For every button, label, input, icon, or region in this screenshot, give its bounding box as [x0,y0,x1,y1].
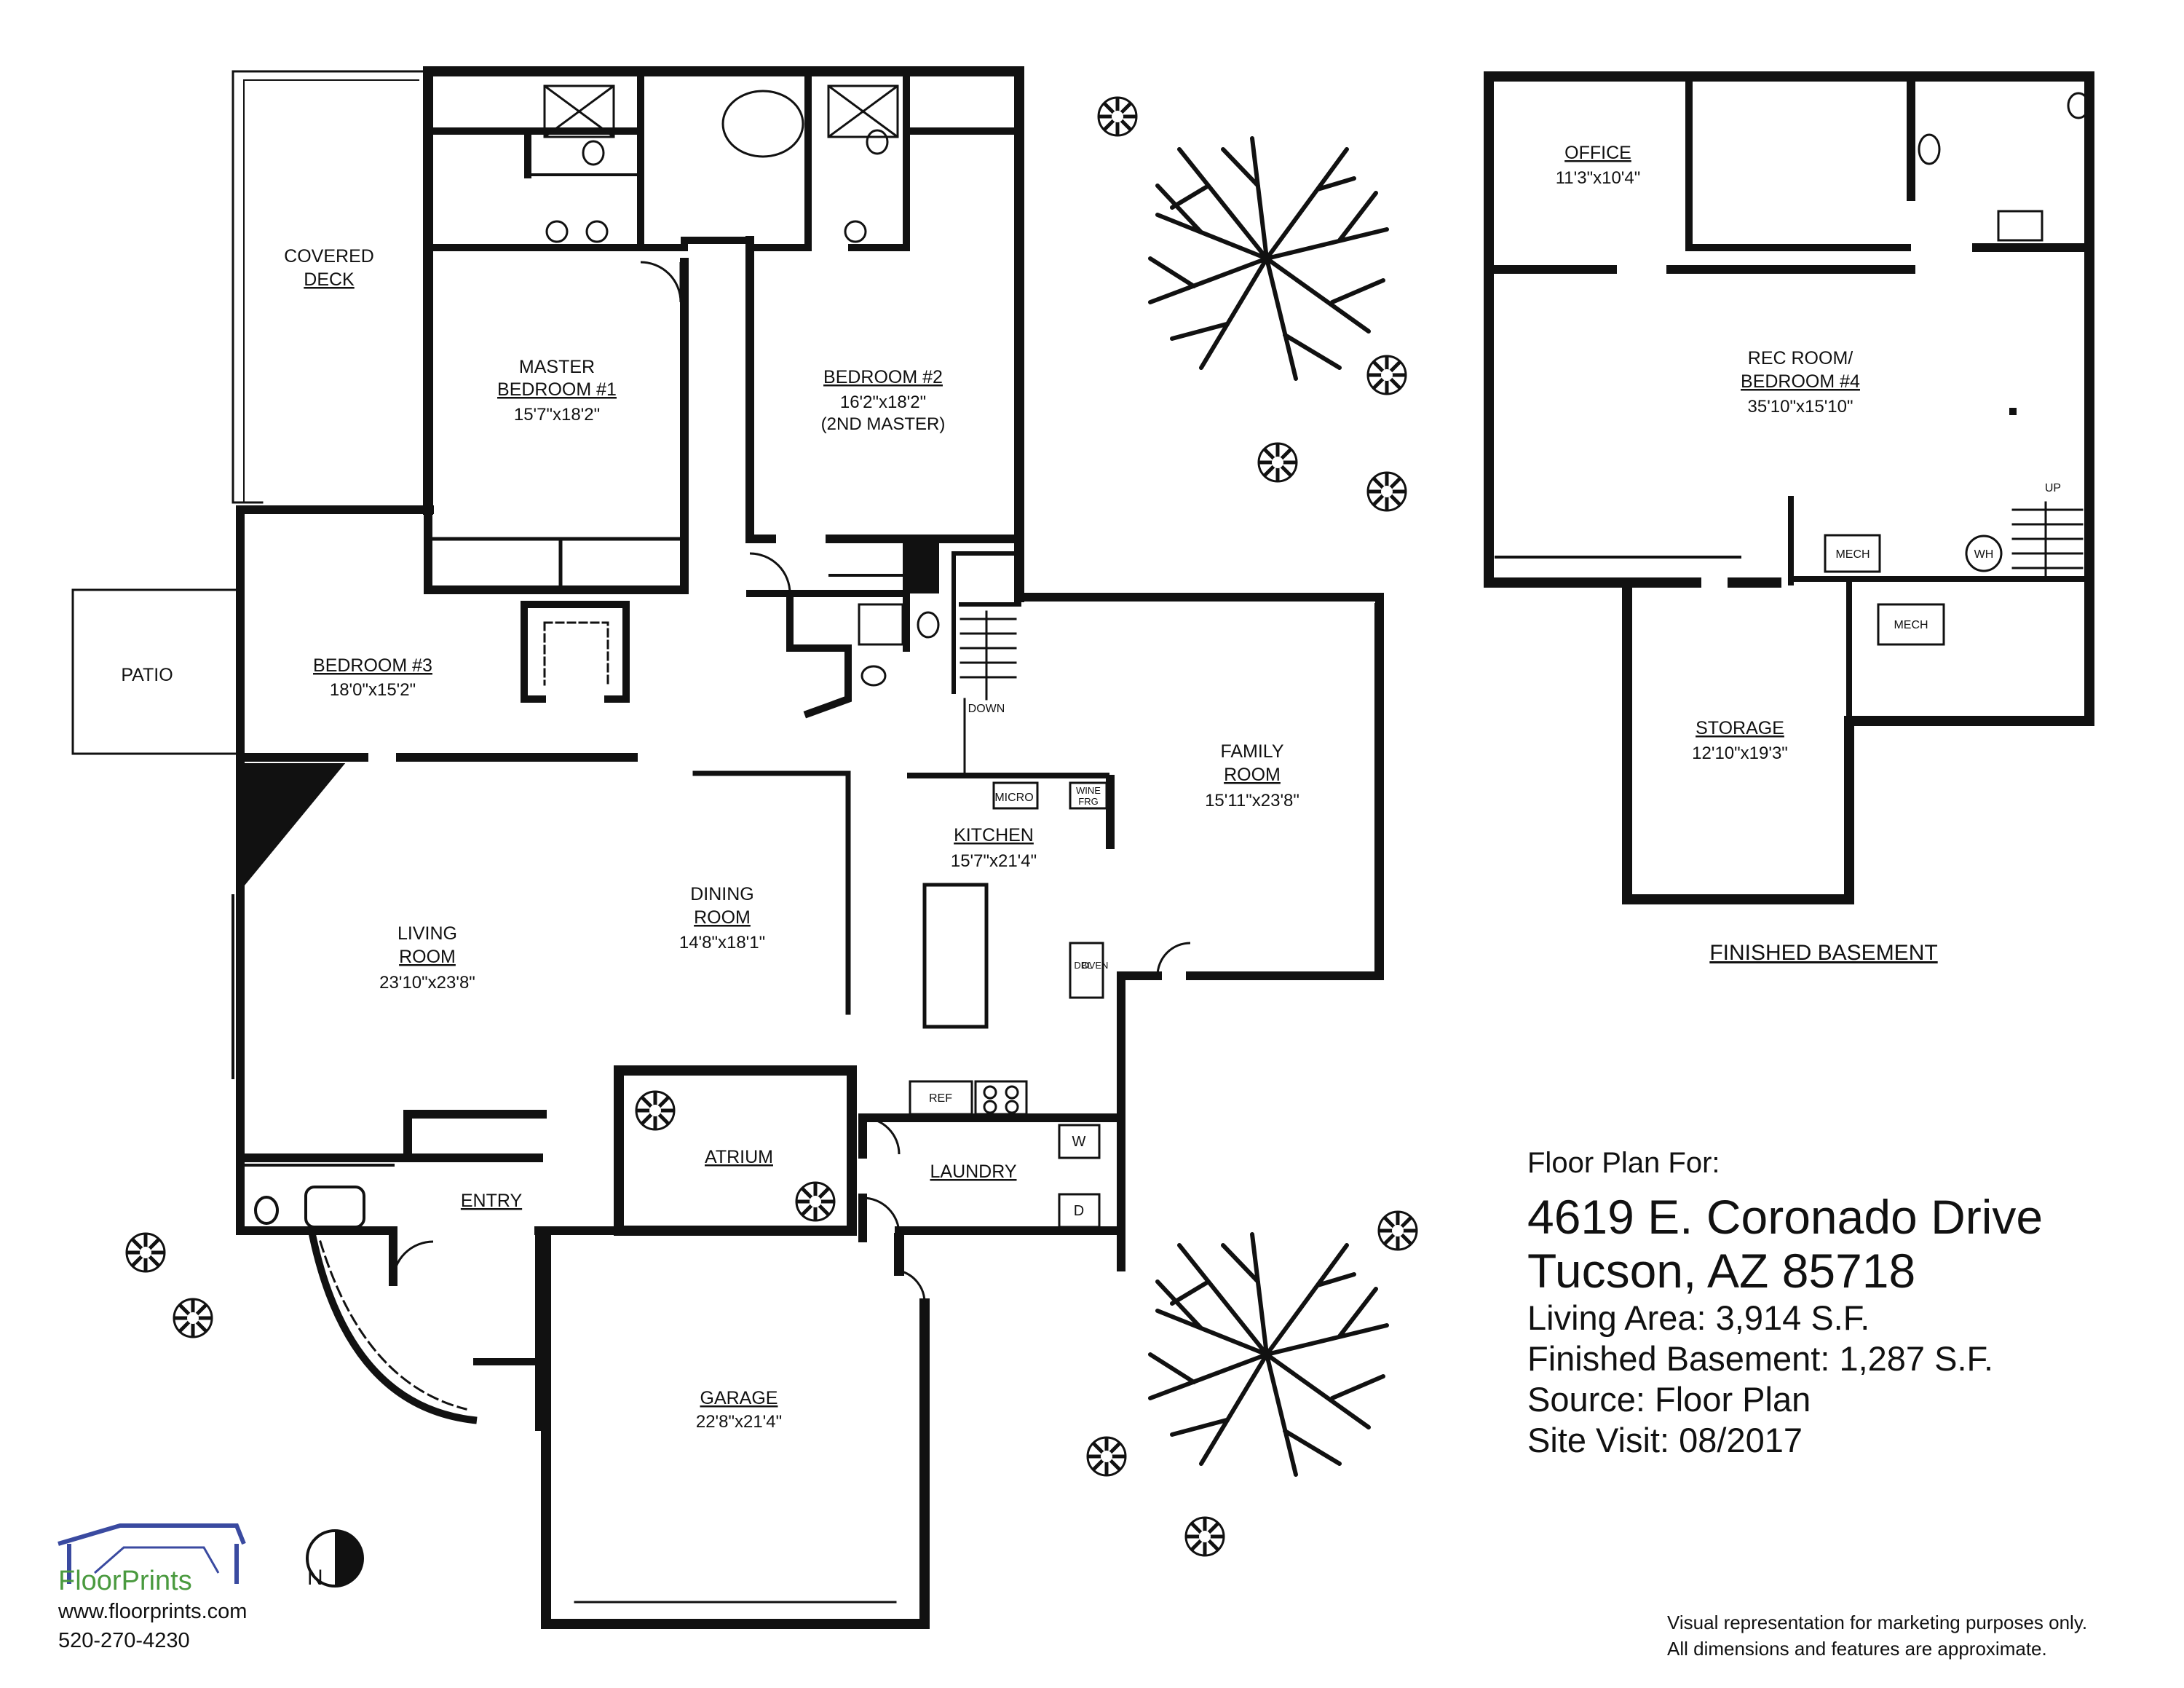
fixture-labels: DOWN UP MICRO WINE FRG DBL OVEN REF W D … [929,482,2061,1219]
bedroom3-dims: 18'0"x15'2" [330,680,416,700]
refrigerator-label: REF [929,1092,952,1105]
stairs-up-label: UP [2045,482,2061,494]
floorprints-logo-icon [58,1523,246,1584]
storage-label: STORAGE [1696,718,1784,738]
living-label-1: LIVING [397,923,457,944]
dbl-oven-label-2: OVEN [1082,960,1109,971]
water-heater-label: WH [1974,548,1994,561]
living-dims: 23'10"x23'8" [379,973,475,993]
disclaimer-line-2: All dimensions and features are approxim… [1667,1638,2047,1660]
mech-label-2: MECH [1894,619,1928,631]
patio-label: PATIO [121,665,173,685]
bath-fixtures [543,84,940,687]
mech-label-1: MECH [1835,548,1870,561]
bedroom2-note: (2ND MASTER) [821,414,946,434]
living-area: Living Area: 3,914 S.F. [1527,1298,1870,1337]
basement-title: FINISHED BASEMENT [1709,941,1937,965]
rec-room-label-2: BEDROOM #4 [1741,371,1860,392]
stairs-down-label: DOWN [968,703,1005,715]
master-label-1: MASTER [519,357,595,377]
atrium-label: ATRIUM [705,1147,773,1167]
doors [392,261,1191,1304]
bedroom2-dims: 16'2"x18'2" [840,393,926,412]
site-visit: Site Visit: 08/2017 [1527,1421,1803,1459]
dining-label-1: DINING [690,884,754,904]
rec-room-label-1: REC ROOM/ [1748,348,1853,368]
kitchen-dims: 15'7"x21'4" [951,851,1037,871]
wine-label-1: WINE [1076,785,1101,796]
info-label: Floor Plan For: [1527,1147,1720,1179]
brand-block: FloorPrints www.floorprints.com 520-270-… [58,1515,247,1655]
property-info: Floor Plan For: 4619 E. Coronado Drive T… [1527,1147,2043,1461]
dbl-oven-label-1: DBL [1074,960,1092,971]
compass-label: N [307,1566,323,1590]
finished-basement-area: Finished Basement: 1,287 S.F. [1527,1339,1994,1378]
covered-deck-label-2: DECK [304,269,355,290]
dryer-label: D [1074,1203,1084,1219]
family-label-1: FAMILY [1220,741,1283,762]
dining-label-2: ROOM [694,907,751,928]
landscaping [127,98,1417,1555]
dining-dims: 14'8"x18'1" [679,933,765,953]
kitchen-label: KITCHEN [954,825,1034,845]
family-label-2: ROOM [1224,765,1281,785]
laundry-label: LAUNDRY [930,1162,1016,1182]
brand-name: FloorPrints [58,1566,192,1596]
entry-label: ENTRY [461,1191,523,1211]
washer-label: W [1072,1134,1086,1150]
address-line-1: 4619 E. Coronado Drive [1527,1190,2043,1244]
bedroom3-label: BEDROOM #3 [313,655,432,676]
source: Source: Floor Plan [1527,1380,1811,1419]
office-dims: 11'3"x10'4" [1556,168,1641,188]
wine-label-2: FRG [1078,796,1098,807]
main-floor-walls [71,66,1384,1629]
master-label-2: BEDROOM #1 [497,379,617,400]
covered-deck-label-1: COVERED [284,246,374,267]
living-label-2: ROOM [399,947,456,967]
kitchen-appliances [909,781,1108,1228]
bedroom2-label: BEDROOM #2 [823,367,943,387]
storage-dims: 12'10"x19'3" [1692,744,1788,763]
compass-icon [306,1529,364,1588]
disclaimer-line-1: Visual representation for marketing purp… [1667,1612,2088,1633]
microwave-label: MICRO [994,792,1033,804]
brand-phone: 520-270-4230 [58,1629,190,1652]
garage-dims: 22'8"x21'4" [696,1412,782,1432]
office-label: OFFICE [1564,143,1631,163]
disclaimer: Visual representation for marketing purp… [1667,1609,2087,1662]
family-dims: 15'11"x23'8" [1205,791,1299,811]
basement-walls [1484,71,2094,904]
brand-url[interactable]: www.floorprints.com [58,1600,248,1623]
rec-room-dims: 35'10"x15'10" [1748,397,1853,417]
garage-label: GARAGE [700,1388,778,1408]
master-dims: 15'7"x18'2" [514,405,600,425]
room-labels: COVERED DECK MASTER BEDROOM #1 15'7"x18'… [121,143,1937,1432]
address-line-2: Tucson, AZ 85718 [1527,1244,1916,1298]
